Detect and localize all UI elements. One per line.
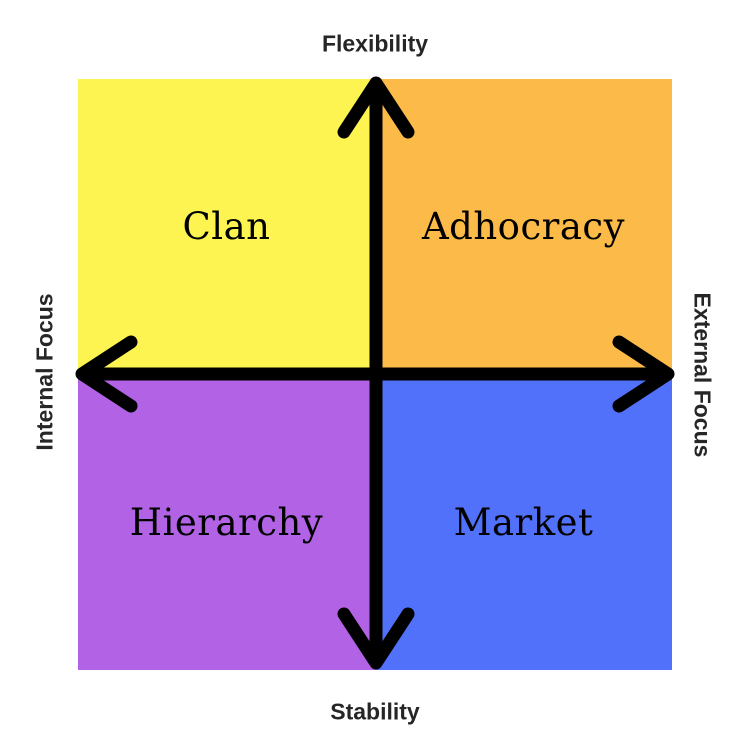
quadrant-label-adhocracy: Adhocracy [421,205,626,249]
quadrant-market: Market [375,374,672,670]
quadrant-adhocracy: Adhocracy [375,79,672,375]
quadrant-clan: Clan [78,79,375,375]
quadrant-label-clan: Clan [182,205,271,249]
axis-label-external-focus: External Focus [689,292,716,458]
quadrant-label-market: Market [453,500,594,544]
quadrant-grid: Clan Adhocracy Hierarchy Market [78,79,672,670]
axis-label-internal-focus: Internal Focus [31,293,58,451]
axis-label-flexibility: Flexibility [321,30,429,57]
quadrant-hierarchy: Hierarchy [78,374,375,670]
axis-label-stability: Stability [330,698,420,725]
quadrant-label-hierarchy: Hierarchy [129,500,324,544]
